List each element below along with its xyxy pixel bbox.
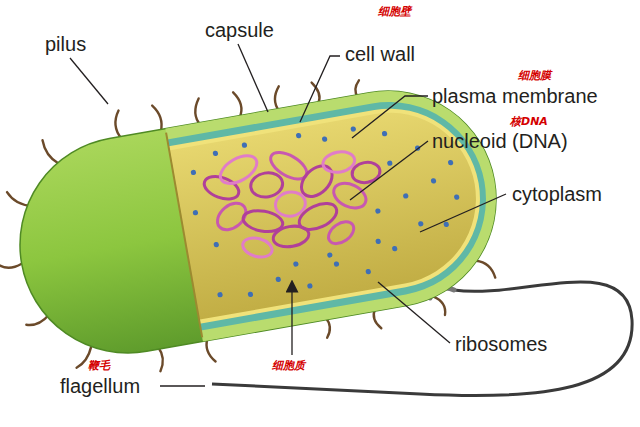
part-label: cell wall — [345, 44, 415, 64]
cutaway — [163, 74, 513, 353]
part-label: ribosomes — [455, 334, 547, 354]
ribosome-dots — [182, 107, 470, 306]
chinese-label: 细胞壁 — [378, 6, 411, 17]
cut-edge — [166, 133, 202, 338]
part-label: plasma membrane — [432, 86, 598, 106]
part-label: flagellum — [60, 376, 140, 396]
part-label: nucleoid (DNA) — [432, 131, 568, 151]
part-label: capsule — [205, 20, 274, 40]
part-label: cytoplasm — [512, 184, 602, 204]
cell-body — [3, 74, 513, 370]
chinese-label: 细胞膜 — [518, 70, 551, 81]
chinese-label: 鞭毛 — [88, 360, 110, 371]
chinese-label: 细胞质 — [272, 360, 305, 371]
nucleoid-dna — [196, 129, 392, 270]
chinese-label: 核DNA — [510, 116, 548, 127]
part-label: pilus — [45, 34, 86, 54]
